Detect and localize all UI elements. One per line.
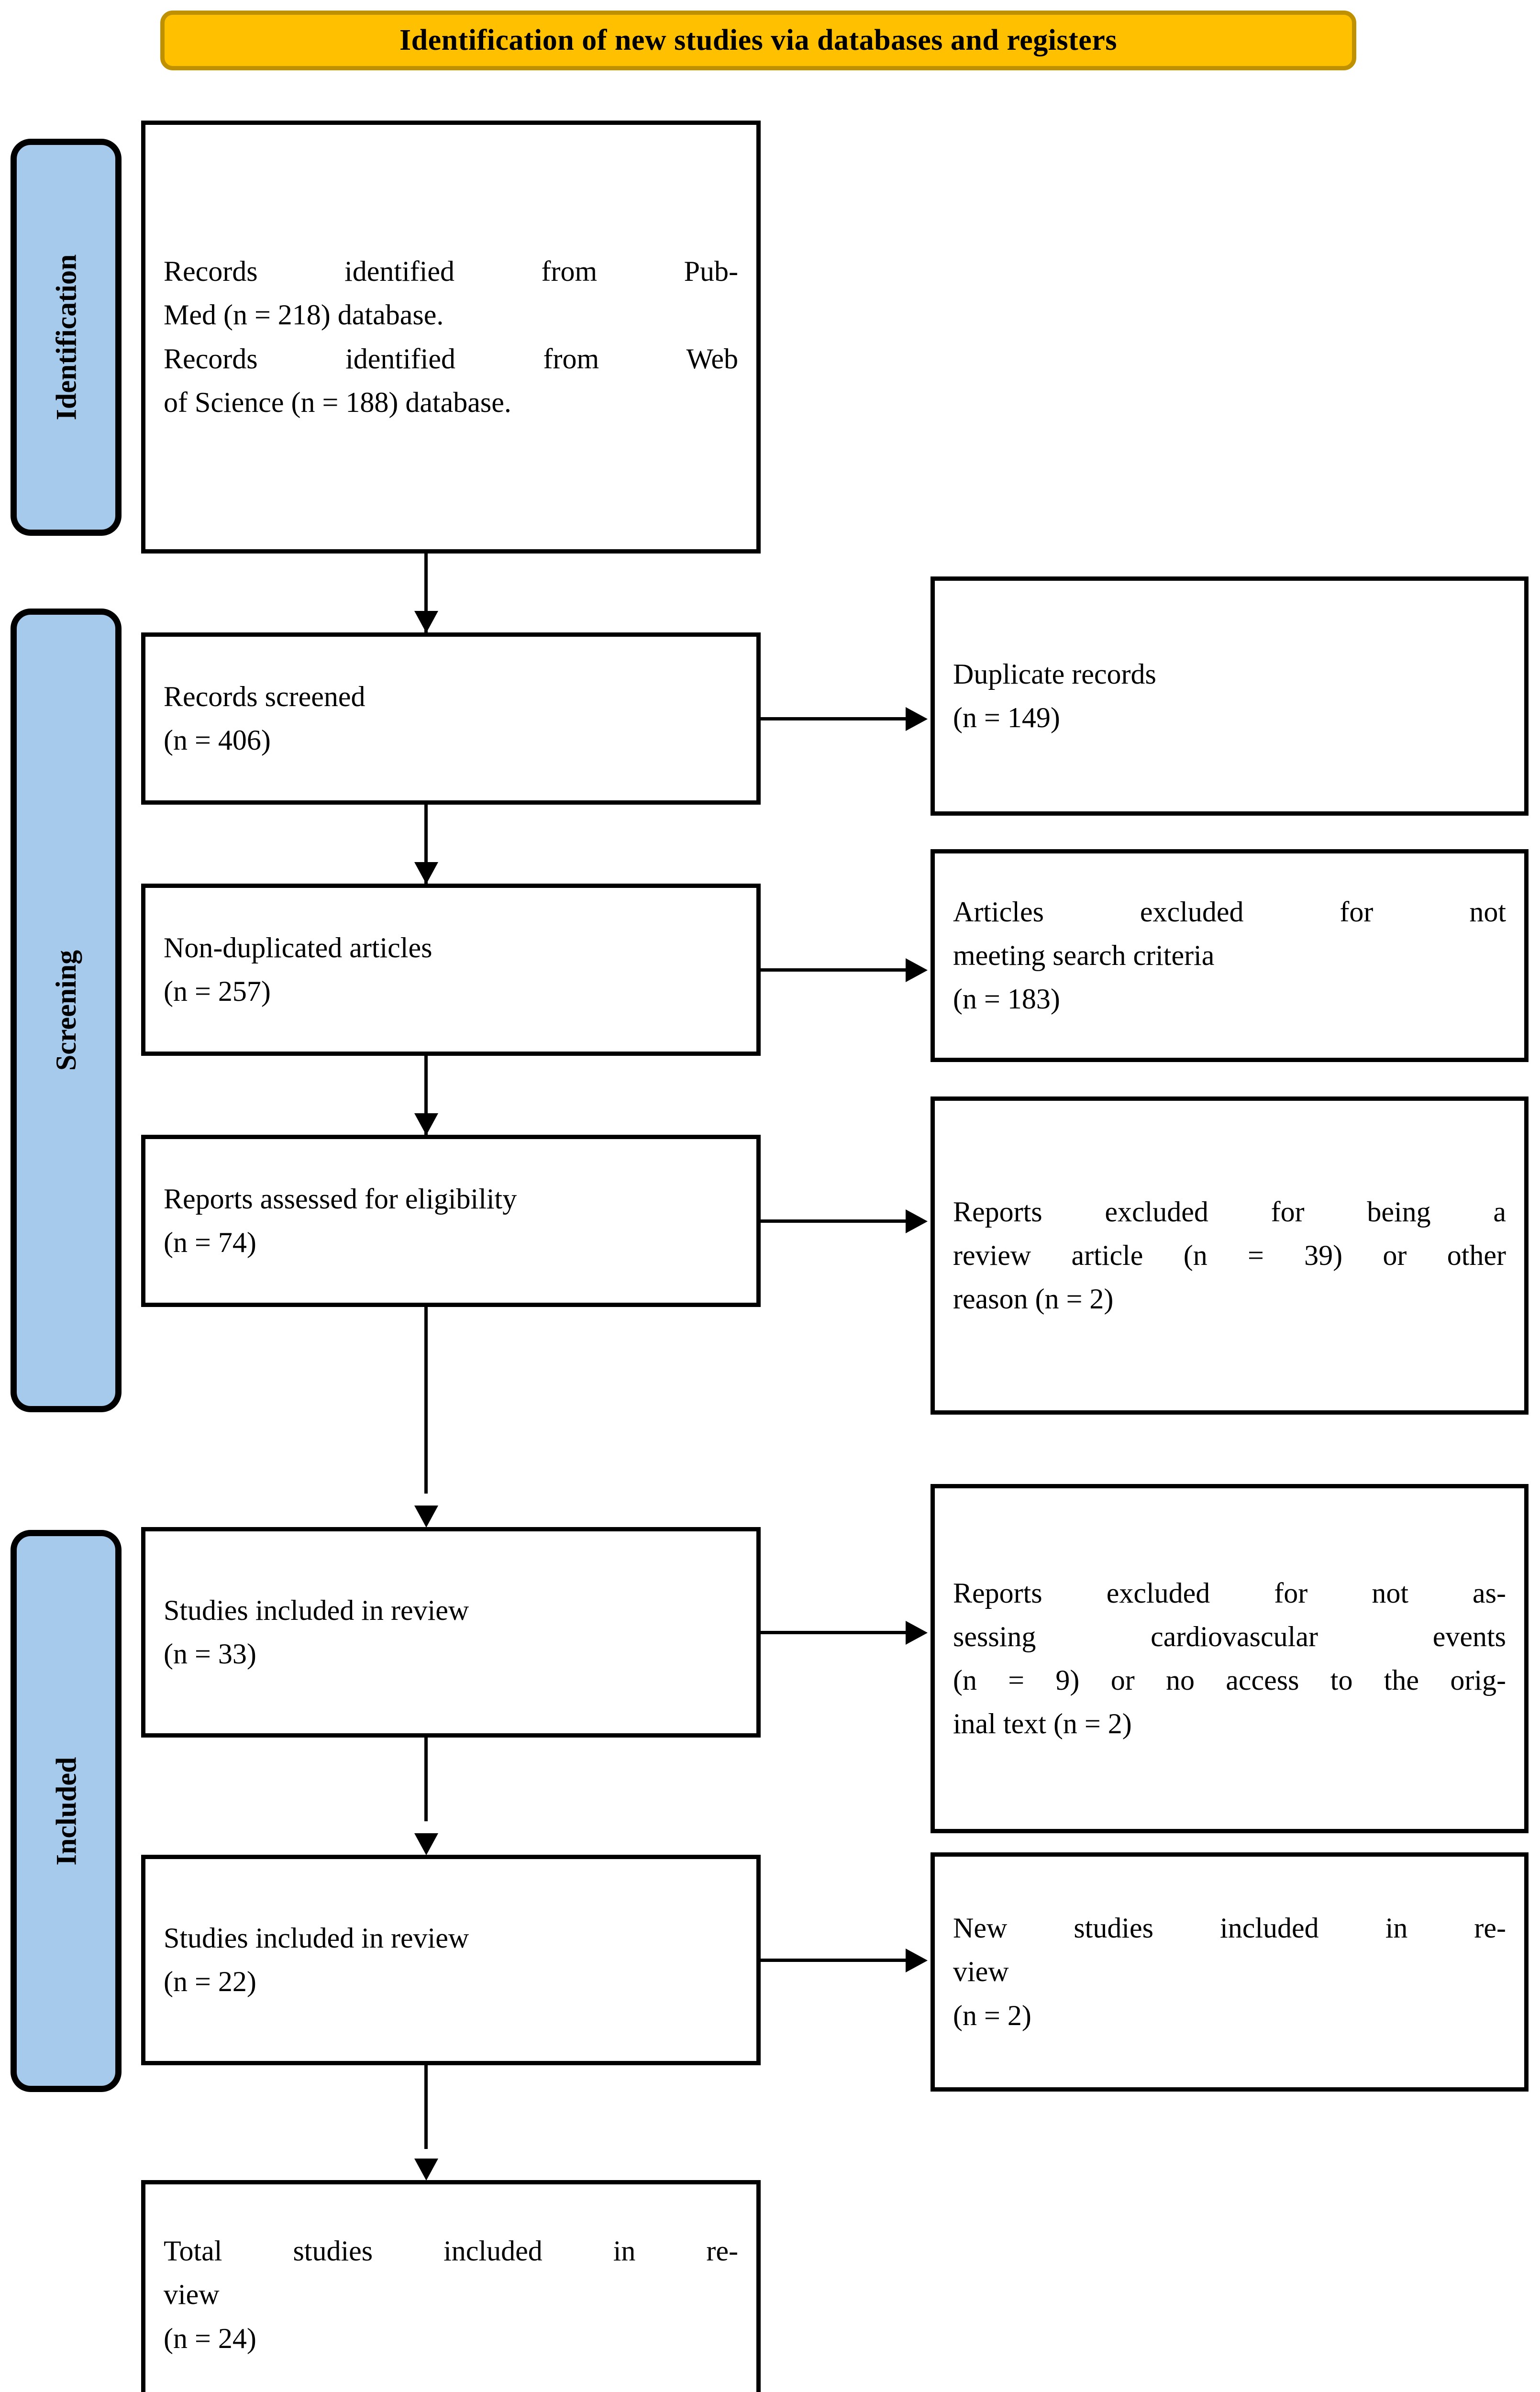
box-articles-excluded-criteria: Articles excluded for not meeting search… [931,849,1529,1062]
records-identified-line-4: of Science (n = 188) database. [164,386,511,418]
eligibility-line-2: (n = 74) [164,1227,256,1258]
total-line-2: view [164,2279,220,2311]
stage-bar-screening: Screening [11,609,122,1412]
connector-nonduplicated-to-excluded-criteria [761,968,909,972]
total-line-1: Total studies included in re- [164,2235,738,2267]
box-reports-excluded-review: Reports excluded for being a review arti… [931,1096,1529,1415]
excluded-cv-line-3: (n = 9) or no access to the orig- [953,1664,1506,1696]
excluded-criteria-line-2: meeting search criteria [953,939,1215,971]
banner-title: Identification of new studies via databa… [399,24,1117,57]
box-total-studies-included: Total studies included in re- view (n = … [141,2180,761,2392]
arrowhead-included33-to-included22 [414,1833,438,1855]
stage-bar-identification: Identification [11,139,122,536]
arrowhead-included22-to-total [414,2159,438,2181]
arrowhead-included22-to-new-studies [906,1949,928,1972]
arrowhead-nonduplicated-to-eligibility [414,1113,438,1135]
non-duplicated-line-2: (n = 257) [164,975,271,1007]
box-duplicate-records: Duplicate records (n = 149) [931,576,1529,816]
box-records-identified: Records identified from Pub- Med (n = 21… [141,121,761,554]
non-duplicated-line-1: Non-duplicated articles [164,931,432,963]
included-22-line-1: Studies included in review [164,1922,469,1954]
stage-label-identification: Identification [50,254,82,421]
arrowhead-included33-to-excluded-cv [906,1621,928,1645]
box-reports-excluded-cardiovascular: Reports excluded for not as- sessing car… [931,1484,1529,1833]
box-non-duplicated-articles: Non-duplicated articles (n = 257) [141,884,761,1056]
excluded-cv-line-2: sessing cardiovascular events [953,1620,1506,1652]
new-studies-line-2: view [953,1956,1009,1988]
excluded-review-line-3: reason (n = 2) [953,1283,1114,1315]
duplicate-records-line-2: (n = 149) [953,702,1060,733]
records-screened-line-1: Records screened [164,680,366,712]
arrowhead-nonduplicated-to-excluded-criteria [906,958,928,982]
connector-eligibility-to-included-33 [424,1307,428,1494]
connector-screened-to-duplicates [761,717,909,720]
arrowhead-screened-to-nonduplicated [414,862,438,884]
arrowhead-identified-to-screened [414,611,438,633]
connector-nonduplicated-to-eligibility [424,1056,428,1135]
box-records-screened: Records screened (n = 406) [141,632,761,805]
connector-screened-to-nonduplicated [424,805,428,884]
arrowhead-eligibility-to-excluded-review [906,1209,928,1233]
stage-label-included: Included [50,1757,82,1865]
banner-identification-header: Identification of new studies via databa… [160,11,1356,70]
excluded-review-line-1: Reports excluded for being a [953,1196,1506,1228]
excluded-cv-line-1: Reports excluded for not as- [953,1577,1506,1609]
arrowhead-eligibility-to-included-33 [414,1506,438,1528]
records-screened-line-2: (n = 406) [164,724,271,756]
duplicate-records-line-1: Duplicate records [953,658,1156,690]
connector-included33-to-included22 [424,1738,428,1821]
connector-identified-to-screened [424,554,428,632]
stage-bar-included: Included [11,1530,122,2092]
box-new-studies-included: New studies included in re- view (n = 2) [931,1852,1529,2092]
excluded-criteria-line-1: Articles excluded for not [953,896,1506,928]
connector-eligibility-to-excluded-review [761,1219,909,1223]
excluded-cv-line-4: inal text (n = 2) [953,1708,1132,1740]
included-22-line-2: (n = 22) [164,1966,256,1997]
total-line-3: (n = 24) [164,2322,256,2354]
excluded-review-line-2: review article (n = 39) or other [953,1239,1506,1271]
box-studies-included-22: Studies included in review (n = 22) [141,1855,761,2065]
excluded-criteria-line-3: (n = 183) [953,983,1060,1015]
records-identified-line-2: Med (n = 218) database. [164,299,444,331]
stage-label-screening: Screening [50,950,82,1071]
eligibility-line-1: Reports assessed for eligibility [164,1183,517,1215]
connector-included33-to-excluded-cv [761,1631,909,1634]
included-33-line-2: (n = 33) [164,1638,256,1670]
new-studies-line-3: (n = 2) [953,1999,1031,2031]
box-reports-assessed-eligibility: Reports assessed for eligibility (n = 74… [141,1135,761,1307]
arrowhead-screened-to-duplicates [906,707,928,731]
included-33-line-1: Studies included in review [164,1594,469,1626]
connector-included22-to-new-studies [761,1959,909,1962]
records-identified-line-1: Records identified from Pub- [164,255,738,288]
records-identified-line-3: Records identified from Web [164,343,738,375]
box-studies-included-33: Studies included in review (n = 33) [141,1527,761,1738]
new-studies-line-1: New studies included in re- [953,1912,1506,1944]
connector-included22-to-total [424,2065,428,2149]
